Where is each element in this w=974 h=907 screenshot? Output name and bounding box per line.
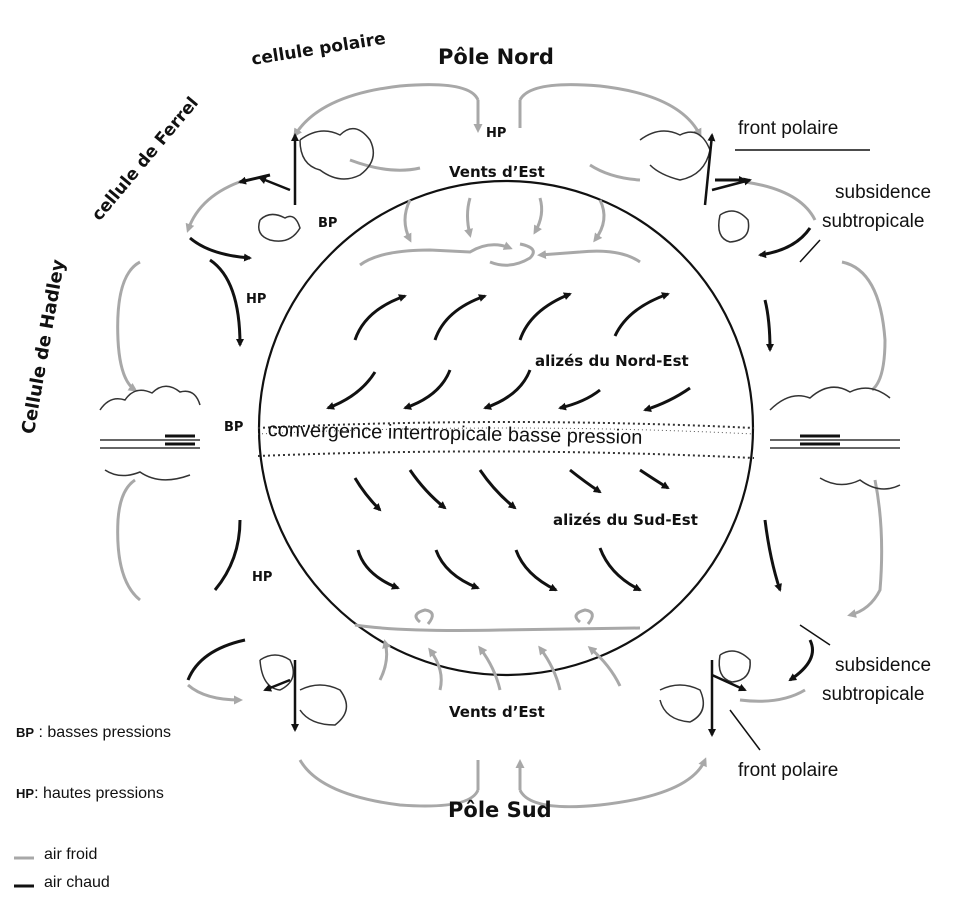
left-equatorial-clouds (99, 385, 201, 481)
subtropicale-north-label: subtropicale (822, 211, 925, 232)
north-polar-cells (293, 83, 702, 182)
subsidence-north-label: subsidence (835, 182, 932, 203)
hadley-cells (116, 258, 887, 618)
hp-north-tropic-label: HP (246, 292, 267, 307)
subsidence-south-label: subsidence (835, 655, 932, 676)
pole-sud-label: Pôle Sud (448, 798, 552, 822)
legend-air-froid: air froid (44, 846, 98, 863)
leader-lines (729, 149, 870, 751)
ferrel-cells (185, 173, 817, 705)
south-polar-cells (298, 757, 707, 809)
hp-north-label: HP (486, 126, 507, 141)
bp-equator-label: BP (224, 420, 244, 435)
vents-est-south-label: Vents d’Est (449, 703, 545, 721)
polar-front-arrows (258, 133, 752, 737)
legend-hp: HP: hautes pressions (16, 785, 164, 803)
south-polar-flow (354, 608, 641, 691)
legend-bp-abbr: BP (16, 725, 35, 740)
alizes-ne-label: alizés du Nord-Est (533, 352, 691, 370)
north-polar-flow (359, 197, 641, 267)
front-polaire-south-label: front polaire (738, 760, 839, 781)
legend-hp-text: : hautes pressions (34, 785, 164, 802)
bp-north-label: BP (318, 216, 338, 231)
subtropicale-south-label: subtropicale (822, 684, 925, 705)
legend-hp-abbr: HP (16, 786, 35, 801)
right-equatorial-clouds (769, 386, 901, 490)
ne-trade-winds (326, 292, 691, 412)
legend-bp-text: : basses pressions (34, 724, 172, 741)
legend-bp: BP : basses pressions (16, 724, 171, 742)
se-trade-winds (353, 468, 670, 592)
alizes-se-label: alizés du Sud-Est (551, 511, 700, 529)
legend-air-chaud: air chaud (44, 874, 110, 891)
front-polaire-north-label: front polaire (738, 118, 839, 139)
hp-south-tropic-label: HP (252, 570, 273, 585)
pole-nord-label: Pôle Nord (438, 45, 554, 69)
vents-est-north-label: Vents d’Est (449, 163, 545, 181)
itcz-band (257, 421, 755, 459)
polar-front-clouds (258, 127, 751, 726)
